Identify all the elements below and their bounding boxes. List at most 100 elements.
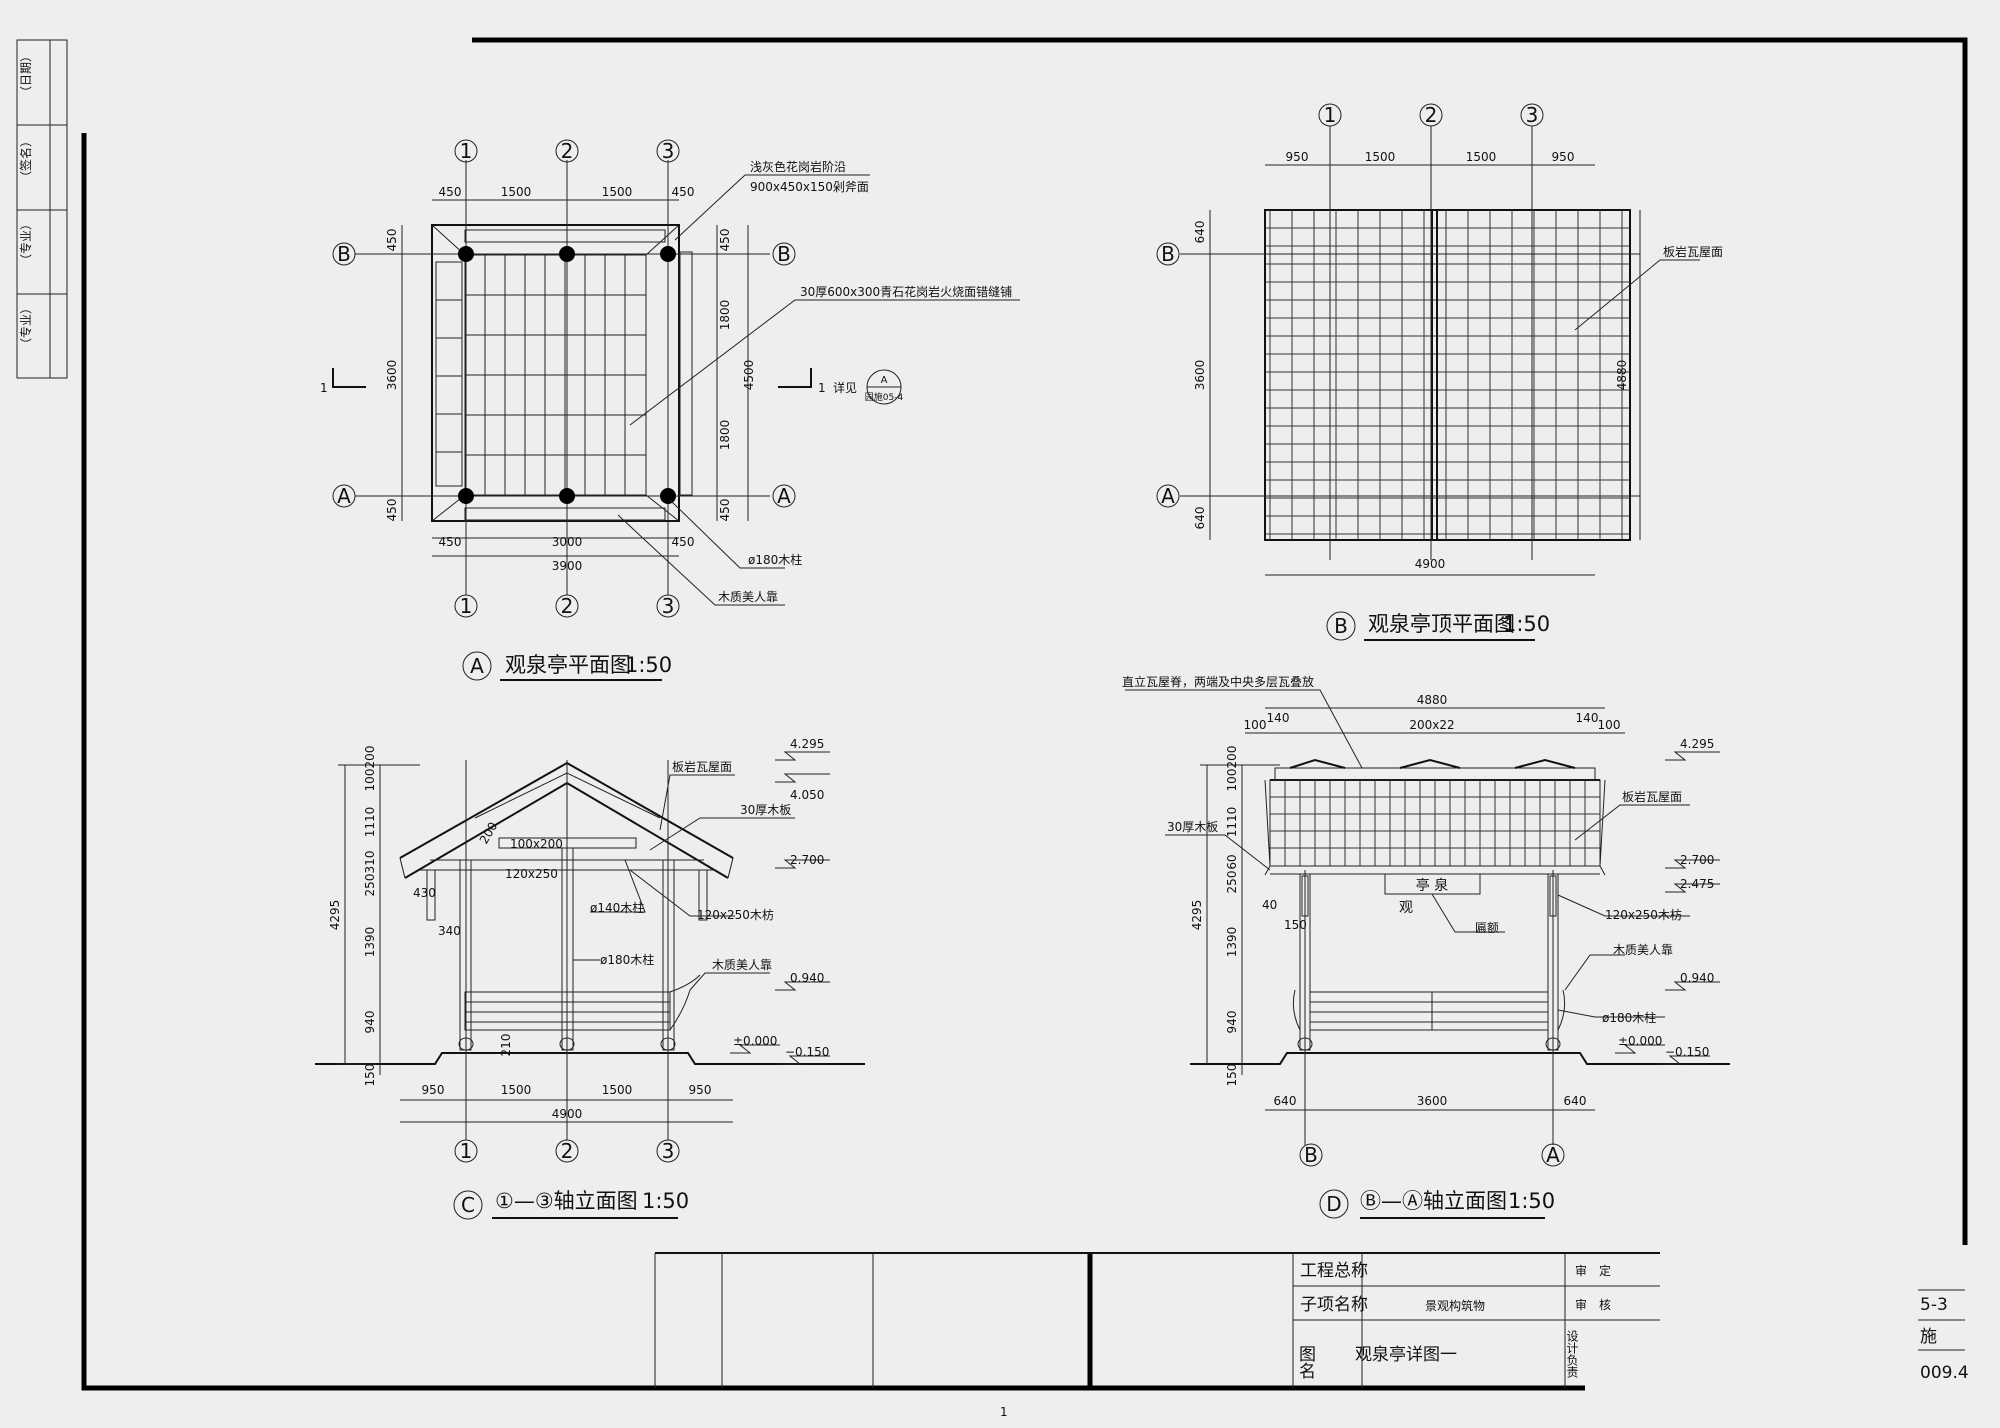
plan-column [458, 246, 474, 262]
strip-label-sign: （签名） [18, 135, 33, 183]
roof-dim-right: 4880 [1615, 360, 1629, 391]
plan-axis-2-top: 2 [561, 139, 574, 163]
elev-d-note-column: ø180木柱 [1602, 1010, 1656, 1025]
plan-note-step-spec: 900x450x150剁斧面 [750, 180, 869, 194]
elev-c-note-beam-3: 120x250木枋 [697, 907, 774, 922]
elev-c-title-scale: 1:50 [642, 1189, 689, 1213]
tb-sub-value: 景观构筑物 [1425, 1298, 1485, 1313]
elev-c-axis-bubbles: 1 2 3 [454, 1139, 680, 1163]
plan-title-scale: 1:50 [625, 653, 672, 677]
plan-title-badge: A [470, 654, 484, 678]
elev-c-level-2: 4.050 [790, 788, 824, 802]
plan-dim-left-2: 3600 [385, 360, 399, 391]
elev-c-note-bench: 木质美人靠 [712, 958, 772, 972]
elev-d-dim-bottom-3: 640 [1564, 1094, 1587, 1108]
elev-d-dim-6: 1390 [1225, 927, 1239, 958]
roof-outline [1264, 209, 1631, 541]
elev-d-dim-1: 200 [1225, 746, 1239, 769]
plan-title: A 观泉亭平面图 1:50 [462, 651, 672, 681]
elev-d-level-2: 2.700 [1680, 853, 1714, 867]
tb-sub-label: 子项名称 [1300, 1295, 1368, 1315]
title-block: 工程总称 子项名称 景观构筑物 图名 观泉亭详图一 审 定 审 核 设计负责 5… [1000, 1253, 1969, 1419]
strip-label-major-2: （专业） [18, 302, 33, 350]
plan-dim-top-2: 1500 [501, 185, 532, 199]
plan-note-column: ø180木柱 [748, 552, 802, 567]
plan-dim-right-5: 450 [718, 499, 732, 522]
elev-d-note-beam: 120x250木枋 [1605, 907, 1682, 922]
roof-dim-left-3: 640 [1193, 507, 1207, 530]
plan-bench-top [464, 229, 666, 243]
tb-sheet-no: 5-3 [1920, 1295, 1948, 1315]
plan-view: 1 2 3 1 2 3 B B A A 450 1500 1500 450 45… [320, 139, 1020, 681]
roof-dim-top-3: 1500 [1466, 150, 1497, 164]
elev-d-dim-inner-2: 150 [1284, 918, 1307, 932]
elev-d-dim-5: 60 [1225, 854, 1239, 869]
elev-c-note-col-180: ø180木柱 [600, 952, 654, 967]
plan-dim-top-4: 450 [672, 185, 695, 199]
elev-c-note-roof: 板岩瓦屋面 [672, 759, 732, 774]
elev-d-plaque-top: 亭 泉 [1416, 877, 1448, 894]
plan-column [559, 488, 575, 504]
roof-note: 板岩瓦屋面 [1663, 244, 1723, 259]
elev-d-level-4: 0.940 [1680, 971, 1714, 985]
elev-d-dim-bottom-1: 640 [1274, 1094, 1297, 1108]
plan-dim-left-1: 450 [385, 229, 399, 252]
plan-dim-bottom-total: 3900 [552, 559, 583, 573]
tb-project-label: 工程总称 [1300, 1261, 1368, 1281]
strip-label-major: （专业） [18, 218, 33, 266]
elev-d-dim-inner-1: 40 [1262, 898, 1277, 912]
plan-dim-right-1: 450 [718, 229, 732, 252]
elev-d-dim-top-4: 140 [1576, 711, 1599, 725]
elev-d-dim-4: 250 [1225, 871, 1239, 894]
elev-d-dim-2: 100 [1225, 769, 1239, 792]
plan-axis-bubbles: 1 2 3 1 2 3 B B A A [332, 139, 796, 618]
elev-c-bottom-dims: 950 1500 1500 950 4900 [400, 1083, 733, 1123]
elev-d-level-1: 4.295 [1680, 737, 1714, 751]
plan-paving [435, 254, 647, 496]
elev-c-dim-bottom-total: 4900 [552, 1107, 583, 1121]
plan-section-marks: 1 1 详见 A 园施05-4 [320, 368, 903, 405]
tb-review: 审 核 [1575, 1297, 1611, 1312]
plan-axis-3-bottom: 3 [662, 594, 675, 618]
tb-drawing-label: 图名 [1295, 1345, 1316, 1379]
tb-drawing-value: 观泉亭详图一 [1355, 1345, 1457, 1365]
elev-d-note-roof: 板岩瓦屋面 [1622, 789, 1682, 804]
elev-c-level-6: −0.150 [785, 1045, 829, 1059]
plan-dim-left-3: 450 [385, 499, 399, 522]
elevation-d-view: 亭 泉 观 B A 4880 100 140 200 [1122, 674, 1730, 1219]
plan-detail-ref: 详见 [833, 380, 857, 395]
elev-d-level-3: 2.475 [1680, 877, 1714, 891]
elev-c-axis-1: 1 [460, 1139, 473, 1163]
elev-d-columns [1299, 873, 1559, 1051]
elev-c-dim-2: 100 [363, 769, 377, 792]
detail-callout-top: A [881, 375, 888, 386]
plan-dim-right-3: 4500 [742, 360, 756, 391]
plan-column [559, 246, 575, 262]
elev-c-dim-4: 250 [363, 874, 377, 897]
plan-dim-bottom-3: 450 [672, 535, 695, 549]
elev-c-title-text: ①—③轴立面图 [495, 1189, 638, 1213]
elev-c-note-col-140: ø140木柱 [590, 900, 644, 915]
plan-dim-right-2: 1800 [718, 300, 732, 331]
elev-c-level-5: ±0.000 [733, 1034, 777, 1048]
roof-axis-bubbles: 1 2 3 B A [1156, 103, 1544, 508]
elev-d-dim-total: 4295 [1190, 900, 1204, 931]
plan-axis-A-right: A [777, 484, 791, 508]
plan-section-mark-right: 1 [818, 381, 826, 395]
elev-d-dim-top-1: 100 [1244, 718, 1267, 732]
roof-title-text: 观泉亭顶平面图 [1368, 612, 1515, 636]
elev-c-dim-bottom-1: 950 [422, 1083, 445, 1097]
page-number: 1 [1000, 1405, 1008, 1419]
plan-dim-right-4: 1800 [718, 420, 732, 451]
elev-d-top-dims: 4880 100 140 200x22 140 100 [1244, 693, 1625, 734]
roof-tiles [1265, 210, 1630, 540]
plan-dim-top-3: 1500 [602, 185, 633, 199]
plan-dimensions: 450 1500 1500 450 450 3000 450 3900 450 … [385, 185, 756, 573]
plan-section-mark-left: 1 [320, 381, 328, 395]
elev-c-dim-inner-1: 430 [413, 886, 436, 900]
roof-dim-top-2: 1500 [1365, 150, 1396, 164]
elev-d-note-board: 30厚木板 [1167, 820, 1218, 834]
elev-c-axis-3: 3 [662, 1139, 675, 1163]
elev-c-note-board: 30厚木板 [740, 803, 791, 817]
elev-c-dim-inner-3: 210 [499, 1034, 513, 1057]
